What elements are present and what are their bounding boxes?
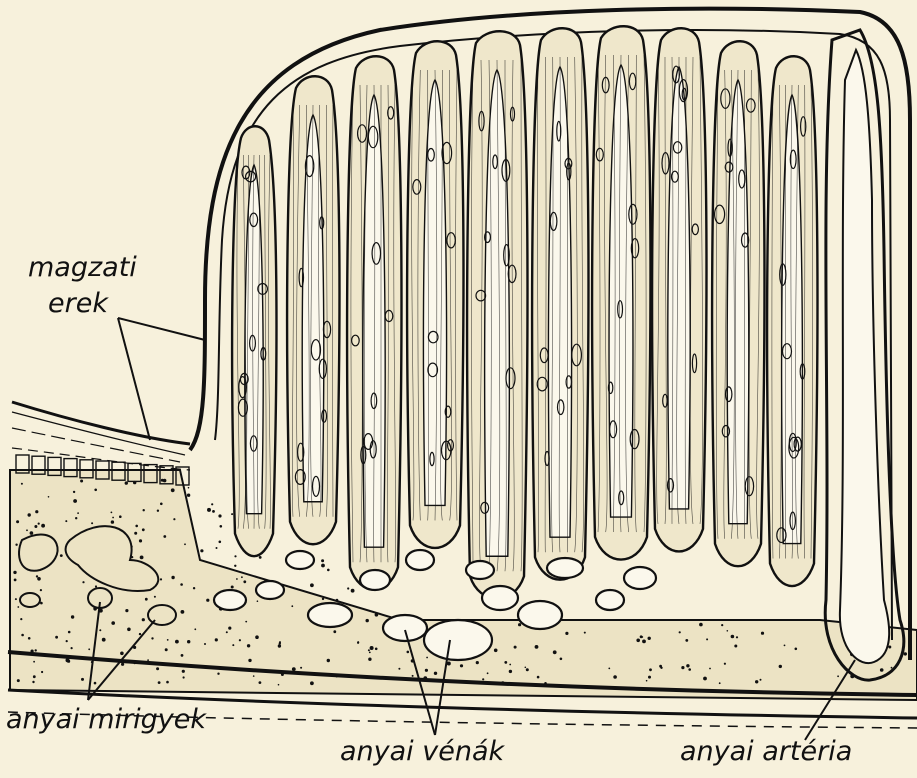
label-maternal-glands: anyai mirigyek <box>6 706 206 733</box>
label-fetal-vessels-line2: erek <box>48 290 108 317</box>
label-maternal-artery: anyai artéria <box>680 738 852 765</box>
label-fetal-vessels-line1: magzati <box>28 254 137 281</box>
chorionic-villi <box>232 26 817 598</box>
label-maternal-veins: anyai vénák <box>340 738 504 765</box>
